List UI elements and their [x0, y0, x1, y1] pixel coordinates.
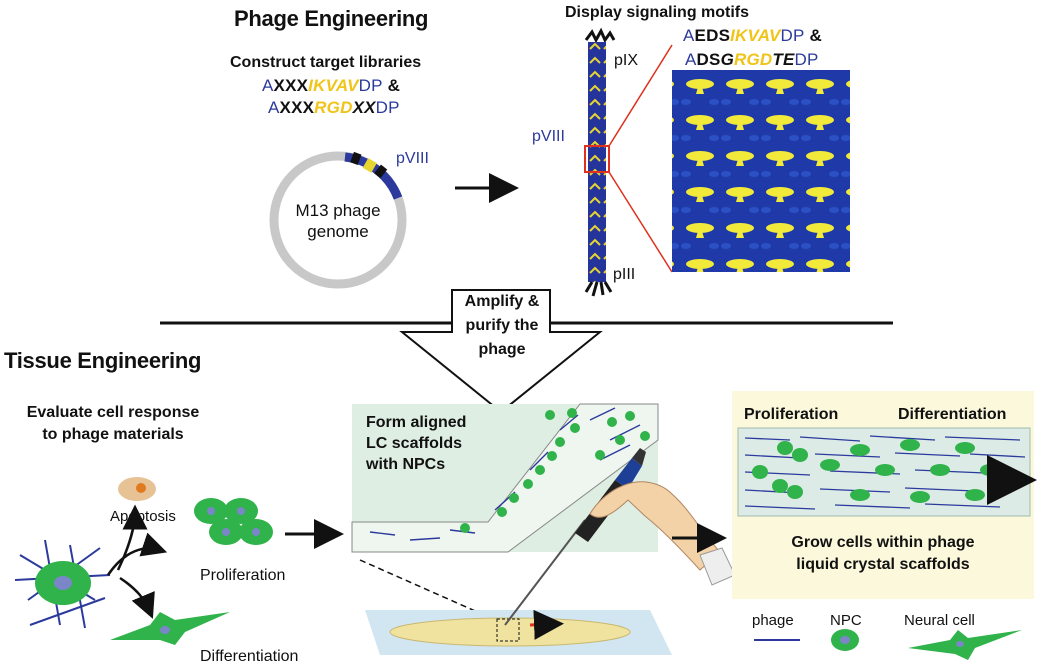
seq1-b: XXX	[273, 76, 309, 95]
seq4-a: A	[685, 50, 697, 69]
form-line-3: with NPCs	[366, 456, 446, 473]
legend	[754, 629, 1022, 660]
seq3-d: DP	[780, 26, 805, 45]
plasmid-gene-label: pVIII	[396, 150, 429, 167]
zoom-box	[584, 145, 610, 173]
seq4-e: TE	[772, 50, 795, 69]
construct-label: Construct target libraries	[230, 54, 422, 71]
pVIII-label: pVIII	[532, 128, 565, 145]
grow-line-2: liquid crystal scaffolds	[796, 556, 970, 573]
right-proliferation-label: Proliferation	[744, 406, 839, 423]
sequence-1: AXXXIKVAVDP &	[262, 76, 400, 96]
amplify-line-1: Amplify &	[464, 293, 540, 310]
display-label: Display signaling motifs	[565, 4, 750, 21]
plasmid-ring	[269, 151, 407, 289]
pIX-label: pIX	[614, 52, 639, 69]
legend-neural-label: Neural cell	[904, 612, 975, 629]
genome-line-1: M13 phage	[295, 201, 381, 220]
phage-filament	[584, 27, 673, 297]
amplify-arrow	[399, 289, 603, 414]
grow-cells-label: Grow cells within phage liquid crystal s…	[740, 532, 1026, 576]
seq4-f: DP	[794, 50, 819, 69]
seq1-d: DP	[358, 76, 383, 95]
amplify-text: Amplify & purify the phage	[440, 290, 564, 362]
legend-phage-label: phage	[752, 612, 794, 629]
grow-line-1: Grow cells within phage	[791, 534, 975, 551]
proliferation-label: Proliferation	[200, 567, 286, 584]
seq1-c: IKVAV	[308, 76, 359, 95]
amplify-line-2: purify the	[465, 317, 539, 334]
seq3-c: IKVAV	[730, 26, 781, 45]
seq3-b: EDS	[694, 26, 731, 45]
seq1-e: &	[382, 76, 401, 95]
form-line-2: LC scaffolds	[366, 435, 463, 452]
seq2-e: DP	[375, 98, 400, 117]
motif-magnified-view	[672, 70, 850, 272]
seq1-a: A	[262, 76, 274, 95]
form-scaffold-label: Form aligned LC scaffolds with NPCs	[366, 412, 466, 475]
scaffold-panel	[351, 403, 736, 655]
seq2-b: XXX	[279, 98, 315, 117]
legend-npc-label: NPC	[830, 612, 862, 629]
seq3-e: &	[804, 26, 822, 45]
evaluate-line-2: to phage materials	[42, 426, 184, 443]
differentiation-label: Differentiation	[200, 648, 299, 665]
seq4-d: RGD	[734, 50, 773, 69]
sequence-3: AEDSIKVAVDP &	[683, 26, 822, 46]
sequence-4: ADSGRGDTEDP	[685, 50, 819, 70]
right-differentiation-label: Differentiation	[898, 406, 1007, 423]
pIII-label: pIII	[613, 266, 636, 283]
evaluate-line-1: Evaluate cell response	[26, 404, 200, 421]
sequence-2: AXXXRGDXXDP	[268, 98, 400, 118]
seq4-c: G	[720, 50, 735, 69]
seq2-c: RGD	[314, 98, 353, 117]
genome-line-2: genome	[307, 222, 369, 241]
form-line-1: Form aligned	[366, 414, 467, 431]
evaluate-label: Evaluate cell response to phage material…	[8, 402, 218, 446]
apoptosis-label: Apoptosis	[110, 508, 176, 525]
growth-panel	[732, 391, 1037, 599]
genome-label: M13 phage genome	[288, 200, 388, 242]
seq4-b: DS	[696, 50, 721, 69]
seq2-a: A	[268, 98, 280, 117]
cell-response-illustration	[14, 477, 273, 645]
tissue-engineering-title: Tissue Engineering	[4, 348, 202, 373]
amplify-line-3: phage	[478, 341, 526, 358]
seq3-a: A	[683, 26, 695, 45]
phage-engineering-title: Phage Engineering	[234, 6, 429, 31]
seq2-d: XX	[352, 98, 376, 117]
